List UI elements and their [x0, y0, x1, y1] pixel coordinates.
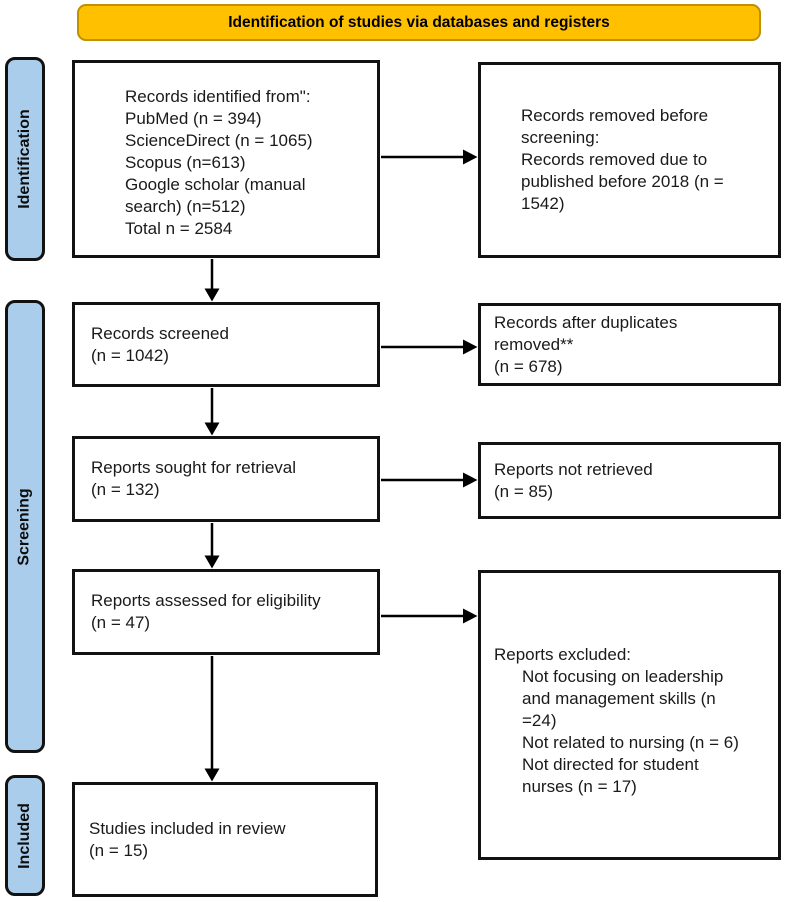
box-text-line: Reports sought for retrieval: [91, 458, 297, 477]
arrow-assessed-to-included-icon: [204, 656, 220, 782]
box-text-line: Total n = 2584: [125, 219, 233, 238]
box-text-line: Not related to nursing (n = 6): [522, 733, 739, 752]
records-screened-box: Records screened(n = 1042): [72, 302, 380, 387]
box-text-line: Not focusing on leadership: [522, 667, 724, 686]
box-text-line: published before 2018 (n =: [521, 172, 724, 191]
box-text-line: search) (n=512): [125, 197, 246, 216]
box-text-line: Records identified from":: [125, 87, 311, 106]
box-text-line: nurses (n = 17): [522, 777, 637, 796]
arrow-identified-to-removed-icon: [381, 149, 478, 165]
box-text-line: Records removed before: [521, 106, 709, 125]
box-text-line: removed**: [494, 334, 574, 354]
box-text-line: Not directed for student: [522, 755, 699, 774]
box-text-line: Records after duplicates: [494, 312, 678, 332]
reports-sought-box: Reports sought for retrieval (n = 132): [72, 436, 380, 522]
reports-not-retrieved-box: Reports not retrieved(n = 85): [478, 442, 781, 519]
box-text-line: (n = 1042): [91, 345, 169, 365]
box-text-line: Reports assessed for eligibility: [91, 591, 321, 610]
box-text-line: Studies included in review: [89, 818, 286, 838]
box-text-line: Records screened: [91, 323, 229, 343]
stage-label-identification: Identification: [5, 57, 45, 261]
diagram-title-banner: Identification of studies via databases …: [77, 4, 761, 41]
box-text-line: PubMed (n = 394): [125, 109, 262, 128]
box-text-line: (n = 678): [494, 356, 563, 376]
stage-label-text: Included: [16, 802, 33, 869]
studies-included-box: Studies included in review(n = 15): [72, 782, 378, 897]
box-text-line: (n = 15): [89, 840, 149, 860]
stage-label-screening: Screening: [5, 300, 45, 753]
arrow-identified-to-screened-icon: [204, 259, 220, 302]
stage-label-text: Screening: [16, 487, 34, 566]
arrow-sought-to-not-retrieved-icon: [381, 472, 478, 488]
arrow-screened-to-sought-icon: [204, 388, 220, 436]
records-identified-box: Records identified from": PubMed (n = 394…: [72, 60, 380, 258]
box-text-line: ScienceDirect (n = 1065): [125, 131, 313, 150]
box-text-line: and management skills (n: [522, 689, 716, 708]
box-text-line: Reports not retrieved: [494, 459, 653, 479]
arrow-screened-to-duplicates-icon: [381, 339, 478, 355]
box-text-line: (n = 47): [91, 613, 151, 632]
box-text-line: Reports excluded:: [494, 645, 632, 664]
arrow-sought-to-assessed-icon: [204, 523, 220, 569]
stage-label-included: Included: [5, 775, 45, 896]
reports-assessed-box: Reports assessed for eligibility (n = 47): [72, 569, 380, 655]
reports-excluded-box: Reports excluded: Not focusing on leaders…: [478, 570, 781, 860]
stage-label-text: Identification: [16, 109, 33, 209]
box-text-line: Records removed due to: [521, 150, 708, 169]
arrow-assessed-to-excluded-icon: [381, 608, 478, 624]
records-removed-box: Records removed before screening: Records …: [478, 62, 781, 258]
box-text-line: =24): [522, 711, 557, 730]
box-text-line: (n = 132): [91, 480, 160, 499]
box-text-line: (n = 85): [494, 481, 554, 501]
box-text-line: Google scholar (manual: [125, 175, 306, 194]
diagram-title: Identification of studies via databases …: [228, 13, 610, 31]
box-text-line: screening:: [521, 128, 600, 147]
box-text-line: Scopus (n=613): [125, 153, 246, 172]
box-text-line: 1542): [521, 194, 565, 213]
